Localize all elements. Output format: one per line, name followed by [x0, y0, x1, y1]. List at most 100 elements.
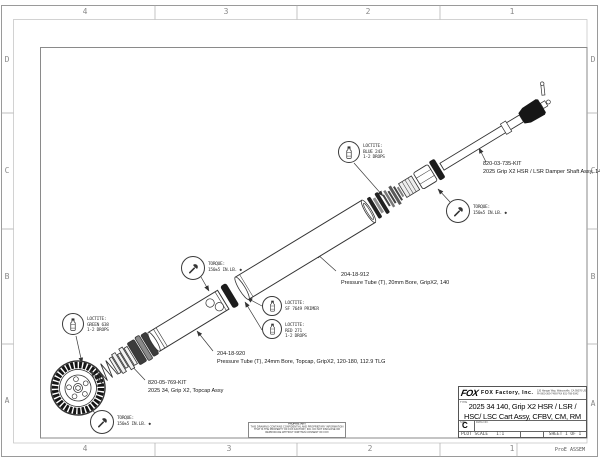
zone-ticks: [1, 5, 598, 457]
shaft-kit-label: 820-03-735-KIT 2025 Grip X2 HSR / LSR Da…: [483, 160, 600, 177]
torque-right-note: TORQUE: 150±5 IN.LB. ◆: [473, 205, 507, 216]
zone-label-right: C: [590, 166, 596, 175]
note-line: 1-2 DROPS: [87, 328, 109, 334]
adjuster-spring: [89, 360, 119, 388]
fox-logo: FOX: [460, 388, 479, 399]
plot-scale-cell: PLOT SCALE 1:1: [459, 432, 521, 437]
loctite-bottle-icon: [346, 145, 352, 159]
plot-scale-label: PLOT SCALE: [461, 432, 489, 437]
retaining-ring: [220, 283, 239, 308]
size-cell: SIZE C: [459, 421, 475, 431]
title-block: FOX FOX Factory, Inc. 130 Hangar Way, Wa…: [458, 386, 587, 438]
note-line: TORQUE:: [473, 205, 490, 210]
pressure-tube-912-part: [234, 199, 377, 301]
note-line: TORQUE:: [208, 262, 225, 267]
note-line: GREEN 638: [87, 322, 109, 328]
part-number: 204-18-920: [217, 351, 246, 357]
zone-label-left: C: [4, 166, 10, 175]
shaft-pin: [540, 81, 546, 96]
zone-label-right: B: [590, 272, 596, 281]
drawing-title-line2: HSC/ LSC Cart Assy, CFBV, CM, RM: [464, 411, 581, 421]
note-line: LOCTITE:: [87, 317, 107, 322]
loctite-bottle-icon: [269, 300, 275, 312]
zone-label-left: D: [4, 55, 10, 64]
sheet-borders: [1, 5, 598, 457]
type-label: TYPE: [460, 401, 468, 405]
note-line: SF 7649 PRIMER: [285, 306, 319, 312]
zone-label-right: D: [590, 55, 596, 64]
title-block-header: FOX FOX Factory, Inc. 130 Hangar Way, Wa…: [459, 387, 587, 401]
leader-shaft-kit: [478, 147, 487, 163]
topcap-kit-label: 820-05-769-KIT 2025 34, Grip X2, Topcap …: [148, 379, 223, 396]
loctite-bottle-icon: [70, 317, 76, 331]
leader-loctite-red: [244, 301, 263, 331]
loctite-primer-note: LOCTITE: SF 7649 PRIMER: [285, 301, 319, 312]
piston-assembly: [397, 175, 421, 198]
tube-912-label: 204-18-912 Pressure Tube (T), 20mm Bore,…: [341, 271, 449, 288]
proprietary-line: THAT IS THE PROPERTY OF FOX FACTORY, INC…: [254, 428, 340, 431]
note-line: LOCTITE:: [285, 323, 305, 328]
note-line: 1-2 DROPS: [363, 155, 385, 161]
zone-label-top: 1: [509, 7, 515, 16]
size-value: C: [462, 421, 468, 431]
note-line: 150±5 IN.LB. ◆: [473, 210, 507, 216]
loctite-blue-callout: [338, 141, 360, 163]
torque-wrench-icon: [188, 263, 198, 273]
zone-label-top: 3: [223, 7, 229, 16]
loctite-primer-callout: [262, 296, 282, 316]
note-line: 150±5 IN.LB. ◆: [117, 421, 151, 427]
sheet-cell: SHEET 1 OF 1: [548, 432, 582, 437]
company-address: 130 Hangar Way, Watsonville, CA 95076 US…: [536, 389, 587, 393]
shaft-end-boot: [518, 99, 551, 124]
zone-label-bottom: 4: [82, 444, 88, 453]
shaft-eyelet: [413, 164, 438, 190]
part-number: 204-18-912: [341, 272, 370, 278]
dwg-no-label: DWG NO.: [476, 421, 489, 425]
dwg-no-cell: DWG NO.: [475, 421, 586, 431]
company-phone: PH 800-369-7469 FAX 831-768-9342: [536, 392, 578, 396]
topcap-knob: [50, 360, 106, 416]
leader-tube-920: [196, 330, 214, 352]
title-block-title-row: TYPE 2025 34 140, Grip X2 HSR / LSR / HS…: [459, 400, 586, 422]
torque-right-callout: [446, 199, 470, 223]
zone-label-bottom: 3: [226, 444, 232, 453]
size-label: SIZE: [460, 421, 467, 425]
proprietary-line: THIS DRAWING CONTAINS CONFIDENTIAL AND P…: [250, 425, 344, 429]
torque-mid-callout: [181, 256, 205, 280]
loctite-red-note: LOCTITE: RED 271 1-2 DROPS: [285, 323, 307, 340]
torque-wrench-icon: [97, 417, 107, 427]
scale-row-spacer: [521, 432, 544, 437]
shaft-collar: [499, 120, 513, 135]
exploded-assembly: [50, 81, 551, 416]
zone-label-left: A: [4, 396, 10, 405]
leader-torque-mid: [200, 276, 210, 292]
leader-torque-right: [437, 188, 451, 203]
note-line: RED 271: [285, 328, 302, 334]
drawing-title-line1: 2025 34 140, Grip X2 HSR / LSR /: [468, 402, 577, 412]
torque-mid-note: TORQUE: 150±5 IN.LB. ◆: [208, 262, 242, 273]
shaft-band: [429, 159, 445, 181]
zone-label-top: 4: [82, 7, 88, 16]
part-description: 2025 Grip X2 HSR / LSR Damper Shaft Assy…: [483, 169, 600, 176]
title-block-scale-row: PLOT SCALE 1:1 SHEET 1 OF 1: [459, 432, 586, 437]
loctite-bottle-icon: [269, 323, 275, 335]
leader-loctite-green: [75, 335, 84, 364]
part-description: Pressure Tube (T), 20mm Bore, GripX2, 14…: [341, 280, 450, 287]
note-line: LOCTITE:: [285, 301, 305, 306]
torque-bottom-callout: [90, 410, 114, 434]
loctite-green-callout: [62, 313, 84, 335]
zone-label-top: 2: [365, 7, 371, 16]
drawing-title: 2025 34 140, Grip X2 HSR / LSR / HSC/ LS…: [459, 400, 586, 421]
company-contact: 130 Hangar Way, Watsonville, CA 95076 US…: [537, 390, 587, 396]
part-description: 2025 34, Grip X2, Topcap Assy: [148, 388, 224, 395]
washer-stack: [108, 345, 139, 375]
zone-label-right: A: [590, 399, 596, 408]
proprietary-notice: PROPRIETARY THIS DRAWING CONTAINS CONFID…: [248, 422, 346, 438]
note-line: 1-2 DROPS: [285, 334, 307, 340]
torque-bottom-note: TORQUE: 150±5 IN.LB. ◆: [117, 416, 151, 427]
zone-label-bottom: 1: [509, 444, 515, 453]
loctite-green-note: LOCTITE: GREEN 638 1-2 DROPS: [87, 317, 109, 334]
zone-label-bottom: 2: [367, 444, 373, 453]
pressure-tube-920-part: [147, 289, 230, 352]
loctite-blue-note: LOCTITE: BLUE 243 1-2 DROPS: [363, 144, 385, 161]
